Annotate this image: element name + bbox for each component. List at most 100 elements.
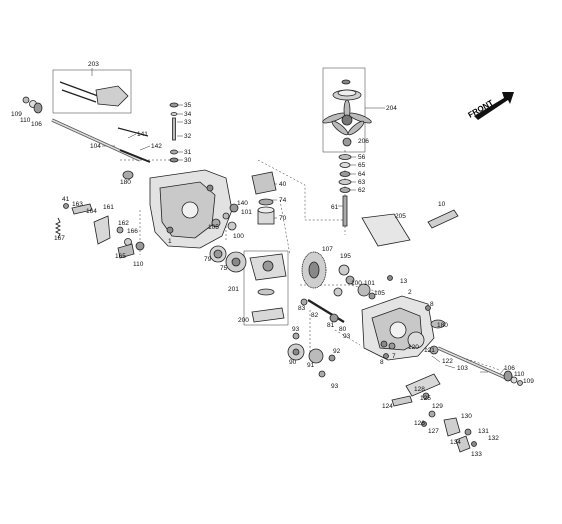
- part-label: 90: [289, 359, 297, 366]
- part-label: 103: [457, 365, 468, 372]
- part-label: 34: [184, 111, 192, 118]
- part-label: 8: [380, 359, 384, 366]
- part-label: 31: [184, 149, 192, 156]
- part-label: 206: [358, 138, 369, 145]
- part-label: 81: [327, 322, 335, 329]
- bearing-106: [33, 102, 43, 114]
- part-label: 133: [471, 451, 482, 458]
- part-label: 129: [432, 403, 443, 410]
- part-label: 92: [333, 348, 341, 355]
- parts: [22, 79, 523, 453]
- part-label: 134: [450, 439, 461, 446]
- group-box-201: [243, 250, 289, 326]
- part-label: 75: [220, 265, 228, 272]
- part-label: 195: [340, 253, 351, 260]
- front-indicator: FRONT: [467, 92, 514, 120]
- part-label: 141: [137, 131, 148, 138]
- part-label: 127: [428, 428, 439, 435]
- part-label: 101: [241, 209, 252, 216]
- part-label: 10: [438, 201, 446, 208]
- part-label: 1: [168, 238, 172, 245]
- part-label: 32: [184, 133, 192, 140]
- part-label: 79: [204, 256, 212, 263]
- cable-rod-2: [61, 89, 97, 103]
- part-labels: 203 35 34 33 32 31 30 204 206 56 65 64 6…: [11, 61, 534, 458]
- part-label: 110: [133, 261, 144, 268]
- part-label: 105: [208, 224, 219, 231]
- part-label: 121: [424, 347, 435, 354]
- part-label: 142: [151, 143, 162, 150]
- seal-180: [122, 170, 134, 180]
- part-label: 70: [279, 215, 287, 222]
- part-label: 203: [88, 61, 99, 68]
- part-label: 200: [238, 317, 249, 324]
- part-label: 128: [414, 386, 425, 393]
- part-label: 204: [386, 105, 397, 112]
- part-label: 180: [437, 322, 448, 329]
- axle-left-hi: [51, 119, 141, 161]
- part-label: 166: [127, 228, 138, 235]
- part-label: 74: [279, 197, 287, 204]
- part-label: 125: [420, 395, 431, 402]
- part-label: 100: [351, 280, 362, 287]
- lever-bracket: [95, 85, 129, 107]
- part-label: 180: [120, 179, 131, 186]
- part-label: 120: [408, 344, 419, 351]
- part-label: 64: [358, 171, 366, 178]
- part-label: 7: [392, 353, 396, 360]
- part-label: 2: [408, 289, 412, 296]
- part-label: 132: [488, 435, 499, 442]
- part-label: 35: [184, 102, 192, 109]
- group-box-204: [322, 67, 366, 153]
- part-label: 164: [86, 208, 97, 215]
- part-label: 110: [20, 117, 31, 124]
- part-label: 33: [184, 119, 192, 126]
- part-label: 93: [331, 383, 339, 390]
- part-label: 162: [118, 220, 129, 227]
- part-label: 62: [358, 187, 366, 194]
- cable-rod: [59, 81, 99, 97]
- part-label: 110: [514, 371, 525, 378]
- part-label: 61: [331, 204, 339, 211]
- part-label: 109: [523, 378, 534, 385]
- cap-109: [22, 96, 30, 104]
- part-label: 105: [374, 290, 385, 297]
- part-label: 63: [358, 179, 366, 186]
- part-label: 41: [62, 196, 70, 203]
- part-label: 130: [461, 413, 472, 420]
- part-label: 163: [72, 201, 83, 208]
- part-label: 30: [184, 157, 192, 164]
- front-arrow-icon: [474, 92, 514, 120]
- part-label: 65: [358, 162, 366, 169]
- part-label: 100: [233, 233, 244, 240]
- part-label: 165: [115, 253, 126, 260]
- part-label: 93: [343, 333, 351, 340]
- part-label: 13: [400, 278, 408, 285]
- part-label: 122: [442, 358, 453, 365]
- part-label: 140: [237, 200, 248, 207]
- part-label: 201: [228, 286, 239, 293]
- part-label: 56: [358, 154, 366, 161]
- part-label: 93: [292, 326, 300, 333]
- part-label: 106: [504, 365, 515, 372]
- part-label: 131: [478, 428, 489, 435]
- part-label: 109: [11, 111, 22, 118]
- part-label: 106: [31, 121, 42, 128]
- part-label: 82: [311, 312, 319, 319]
- part-label: 124: [382, 403, 393, 410]
- part-label: 80: [339, 326, 347, 333]
- part-label: 83: [298, 305, 306, 312]
- part-label: 161: [103, 204, 114, 211]
- part-label: 205: [395, 213, 406, 220]
- part-label: 101: [364, 280, 375, 287]
- part-label: 107: [322, 246, 333, 253]
- part-label: 167: [54, 235, 65, 242]
- part-label: 91: [307, 362, 315, 369]
- part-label: 8: [430, 301, 434, 308]
- part-label: 126: [414, 420, 425, 427]
- part-label: 40: [279, 181, 287, 188]
- part-label: 104: [90, 143, 101, 150]
- leader-lines: [52, 67, 514, 379]
